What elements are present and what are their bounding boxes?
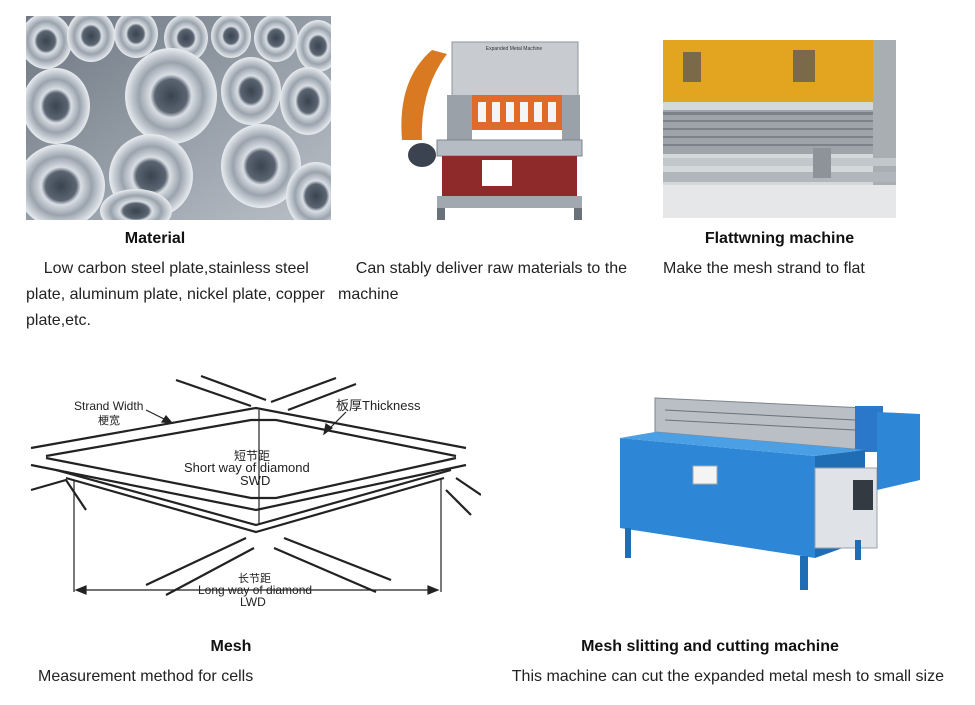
swd-cn-label: 短节距 (234, 449, 270, 463)
mesh-description: Measurement method for cells (38, 668, 254, 685)
slitting-cutting-machine-image (615, 380, 925, 592)
strand-width-label: Strand Width (74, 399, 143, 413)
flattening-description: Make the mesh strand to flat (663, 260, 865, 277)
swd-text-label: Short way of diamond (184, 460, 310, 475)
mesh-title: Mesh (210, 638, 252, 655)
lwd-cn-label: 长节距 (238, 572, 271, 585)
lwd-text-label: Long way of diamond (198, 583, 312, 597)
flattening-machine-image (663, 40, 896, 218)
material-title: Material (124, 230, 186, 247)
flattening-title: Flattwning machine (704, 230, 855, 247)
slitting-cutting-title: Mesh slitting and cutting machine (581, 638, 839, 655)
feeding-description: Can stably deliver raw materials to the … (338, 260, 632, 303)
thickness-label: 板厚Thickness (336, 398, 421, 413)
slitting-cutting-description: This machine can cut the expanded metal … (494, 668, 944, 685)
mesh-diagram: Strand Width 梗宽 板厚Thickness 短节距 Short wa… (26, 370, 481, 628)
lwd-abbr-label: LWD (240, 595, 266, 609)
swd-abbr-label: SWD (240, 473, 270, 488)
material-description: Low carbon steel plate,stainless steel p… (26, 260, 330, 329)
strand-width-cn-label: 梗宽 (98, 413, 120, 427)
machine-label: Expanded Metal Machine (486, 46, 543, 52)
steel-coils-image (26, 16, 331, 220)
expanded-metal-machine-image: Expanded Metal Machine (392, 40, 588, 220)
